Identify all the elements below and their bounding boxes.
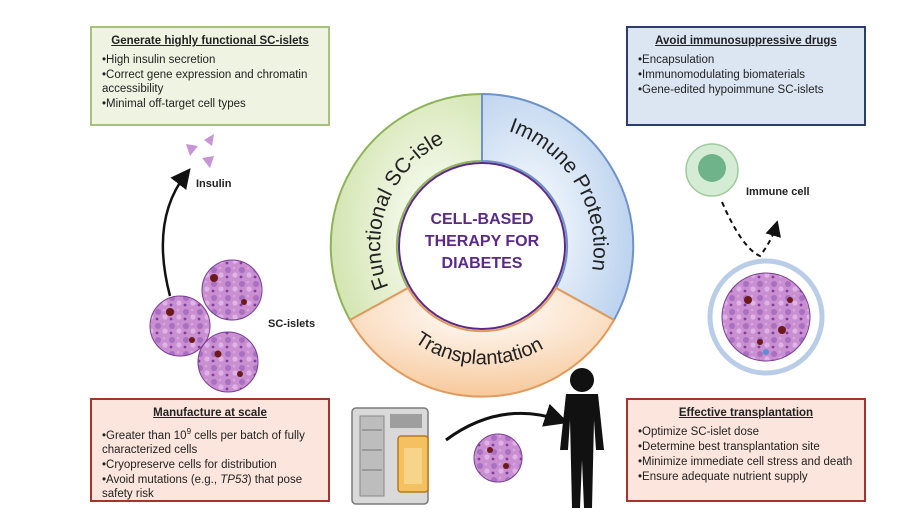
manufacture-box: Manufacture at scale Greater than 109 ce…: [90, 398, 330, 502]
list-item: Cryopreserve cells for distribution: [102, 458, 318, 472]
ring-segment-immune: [481, 92, 635, 322]
avoid-immunosuppressive-box: Avoid immunosuppressive drugs Encapsulat…: [626, 26, 866, 126]
center-title-line3: DIABETES: [442, 255, 523, 272]
delivery-arrow-icon: [445, 403, 569, 442]
transplant-islet-icon: [473, 433, 523, 483]
manufacture-title: Manufacture at scale: [153, 407, 267, 419]
list-item: Encapsulation: [638, 53, 854, 67]
center-title-line2: THERAPY FOR: [425, 233, 540, 250]
list-item: Ensure adequate nutrient supply: [638, 470, 854, 484]
encapsulated-islet-icon: [707, 258, 825, 376]
sc-islets-icon: [149, 259, 263, 393]
list-item: Determine best transplantation site: [638, 440, 854, 454]
ring-segment-functional: [329, 92, 483, 322]
insulin-icon: [186, 134, 214, 168]
list-item: Greater than 109 cells per batch of full…: [102, 425, 318, 457]
list-item: Gene-edited hypoimmune SC-islets: [638, 83, 854, 97]
ring-segment-transplantation: [348, 286, 616, 398]
blocked-arrow-icon: [721, 201, 781, 258]
immune-cell-icon: [685, 143, 739, 197]
bioreactor-icon: [351, 407, 429, 505]
patient-silhouette-icon: [560, 368, 604, 508]
secretion-arrow-icon: [161, 168, 191, 297]
effective-transplantation-box: Effective transplantation Optimize SC-is…: [626, 398, 866, 502]
list-item: Optimize SC-islet dose: [638, 425, 854, 439]
list-item: Minimize immediate cell stress and death: [638, 455, 854, 469]
avoid-immunosuppressive-title: Avoid immunosuppressive drugs: [655, 35, 837, 47]
center-circle: [398, 162, 566, 330]
insulin-label: Insulin: [196, 178, 232, 190]
list-item: Avoid mutations (e.g., TP53) that pose s…: [102, 473, 318, 501]
list-item: High insulin secretion: [102, 53, 318, 67]
effective-transplantation-title: Effective transplantation: [678, 407, 814, 419]
immune-cell-label: Immune cell: [746, 186, 810, 198]
sc-islets-label: SC-islets: [268, 318, 316, 330]
list-item: Minimal off-target cell types: [102, 97, 318, 111]
center-title-line1: CELL-BASED: [430, 211, 533, 228]
generate-islets-box: Generate highly functional SC-islets Hig…: [90, 26, 330, 126]
list-item: Immunomodulating biomaterials: [638, 68, 854, 82]
generate-islets-title: Generate highly functional SC-islets: [111, 35, 309, 47]
list-item: Correct gene expression and chromatin ac…: [102, 68, 318, 96]
